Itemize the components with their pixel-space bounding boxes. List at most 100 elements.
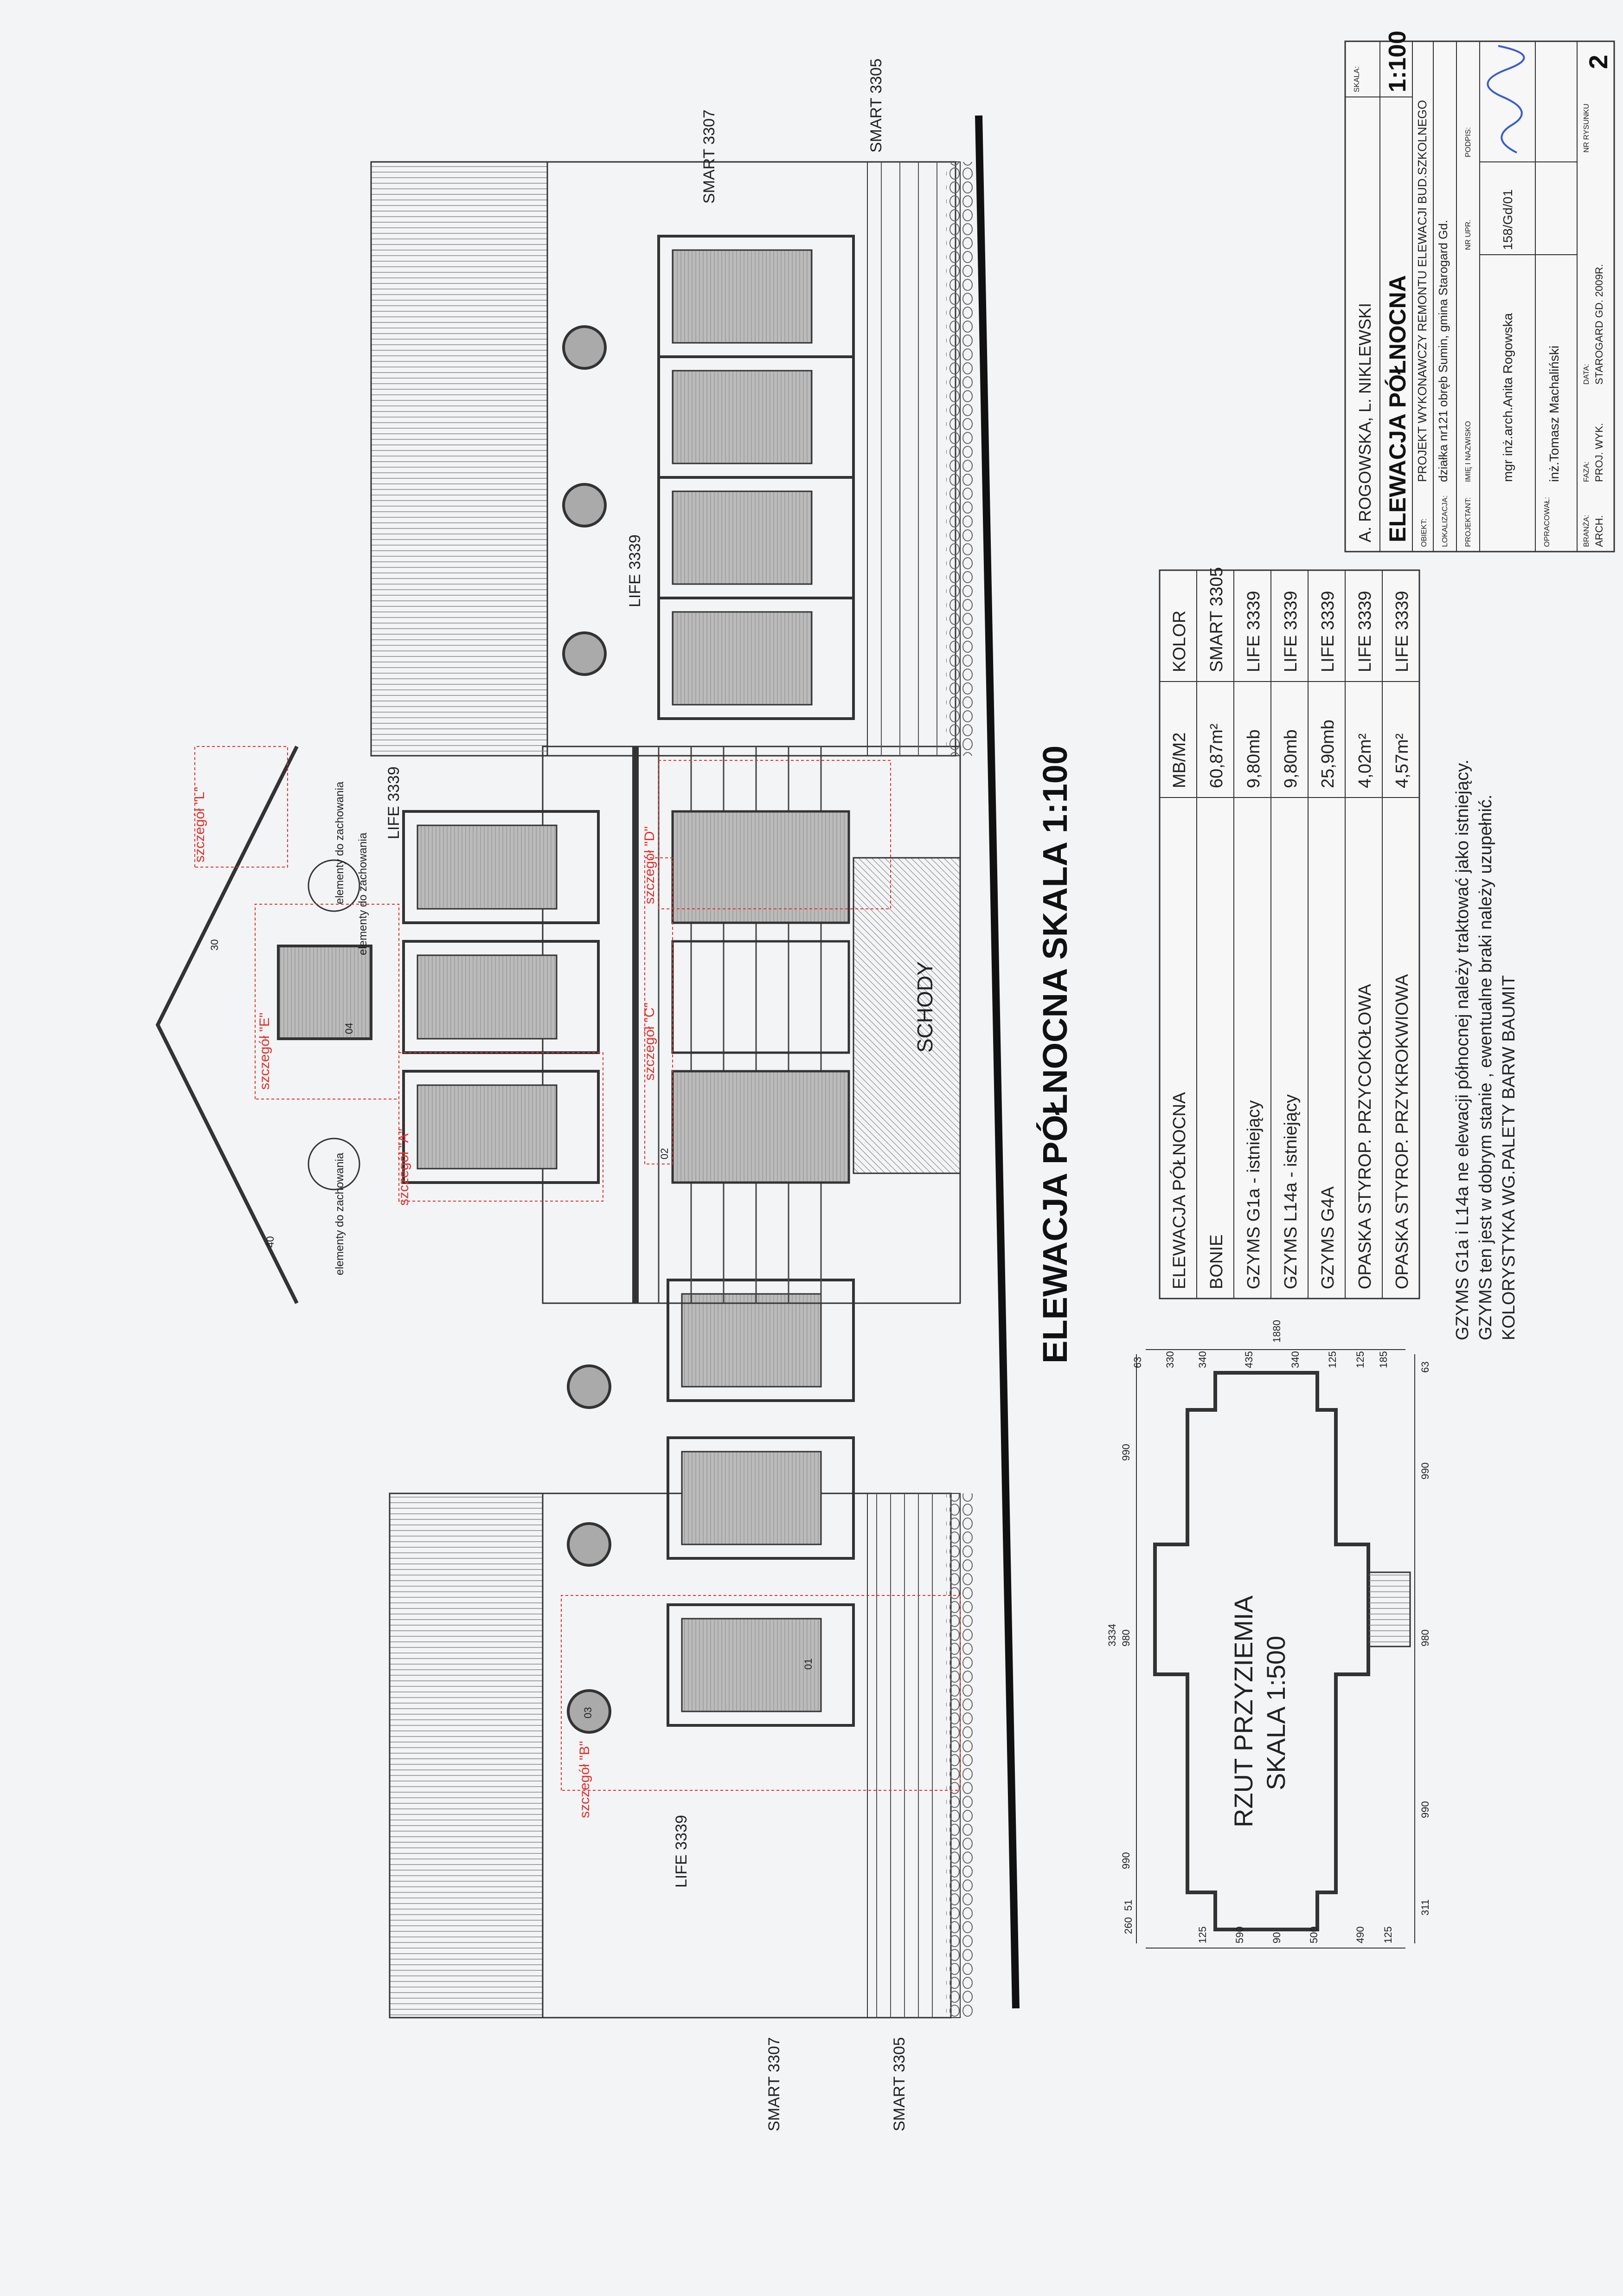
plan-dim-right-1: 125: [1382, 1926, 1394, 1943]
title-data-label: DATA:: [1583, 364, 1591, 385]
note-line-3: KOLORYSTYKA WG.PALETY BARW BAUMIT: [1499, 975, 1519, 1340]
plan-dim-left-5: 340: [1289, 1351, 1301, 1368]
detail-label-e: szczegół "E": [257, 1013, 272, 1090]
callout-life-3339-right: LIFE 3339: [626, 534, 644, 607]
plan-dim-left-4: 435: [1243, 1351, 1255, 1368]
title-branza-value: ARCH.: [1593, 515, 1605, 547]
title-faza-label: FAZA:: [1583, 462, 1591, 482]
title-block: [1344, 40, 1615, 553]
title-nrrysunku-value: 2: [1584, 55, 1613, 69]
left-wing: [389, 1279, 974, 2019]
table-cell: 4,57m²: [1392, 733, 1412, 788]
title-imie-label: IMIĘ I NAZWISKO: [1464, 421, 1472, 482]
table-cell: GZYMS L14a - istniejący: [1281, 1094, 1301, 1289]
plan-dim-left-2: 330: [1164, 1351, 1176, 1368]
detail-label-c: szczegół "C": [642, 1003, 657, 1080]
elevation-main-title: ELEWACJA PÓŁNOCNA SKALA 1:100: [1036, 746, 1074, 1363]
table-header-mb: MB/M2: [1170, 733, 1189, 788]
dim-40: 40: [264, 1236, 276, 1248]
plan-dim-small-2: 51: [1123, 1900, 1134, 1911]
title-nrupr-label: NR UPR.: [1464, 219, 1472, 250]
ground-line: [975, 115, 1020, 2009]
detail-label-b: szczegół "B": [577, 1741, 592, 1818]
plan-dim-top-1: 990: [1120, 1852, 1132, 1869]
preserve-label-3: elementy do zachowania: [334, 781, 346, 904]
table-cell: LIFE 3339: [1244, 591, 1264, 672]
table-cell: 60,87m²: [1207, 724, 1226, 788]
table-cell: 9,80mb: [1281, 729, 1301, 788]
title-opracowal-label: OPRACOWAŁ:: [1543, 497, 1551, 547]
callout-smart-3305-right: SMART 3305: [867, 58, 885, 153]
plan-dim-right-3: 500: [1308, 1926, 1320, 1943]
center-block: [155, 746, 961, 1791]
plan-title-line2: SKALA 1:500: [1261, 1636, 1290, 1790]
table-cell: OPASKA STYROP. PRZYCOKOŁOWA: [1355, 984, 1375, 1289]
plan-dim-right-6: 125: [1197, 1926, 1208, 1943]
preserve-label-2: elementy do zachowania: [357, 832, 369, 955]
table-cell: OPASKA STYROP. PRZYKROKWIOWA: [1392, 974, 1412, 1289]
table-cell: 4,02m²: [1355, 733, 1375, 788]
plan-dim-top-2: 980: [1120, 1629, 1132, 1646]
table-cell: GZYMS G4A: [1318, 1186, 1338, 1289]
dim-30: 30: [209, 939, 220, 951]
window-tag-02: 02: [659, 1148, 670, 1159]
table-cell: LIFE 3339: [1318, 591, 1338, 672]
table-header-elewacja: ELEWACJA PÓŁNOCNA: [1169, 1092, 1189, 1289]
title-lokalizacja-value: działka nr121 obręb Sumin, gmina Staroga…: [1436, 220, 1450, 482]
stairs-label: SCHODY: [913, 961, 937, 1053]
table-cell: LIFE 3339: [1281, 591, 1301, 672]
plan-dim-left-6: 125: [1327, 1351, 1338, 1368]
plan-dim-right-2: 490: [1354, 1926, 1366, 1943]
plan-dim-bottom-5: 63: [1419, 1362, 1431, 1373]
plan-dim-right-5: 590: [1234, 1926, 1245, 1943]
plan-dim-small-1: 260: [1123, 1917, 1134, 1934]
callout-smart-3307-left: SMART 3307: [765, 2037, 783, 2131]
plan-dim-small-3: 125: [1354, 1351, 1366, 1368]
signature: [1487, 45, 1525, 154]
title-projektant-name: mgr inż.arch.Anita Rogowska: [1501, 313, 1515, 482]
table-cell: LIFE 3339: [1355, 591, 1375, 672]
plan-dim-right-4: 90: [1271, 1932, 1283, 1943]
title-sheet-title: ELEWACJA PÓŁNOCNA: [1385, 275, 1411, 542]
window-tag-04: 04: [343, 1023, 355, 1034]
window-tag-03: 03: [582, 1707, 594, 1718]
plan-dim-top-3: 990: [1120, 1444, 1132, 1461]
plan-dim-total: 3334: [1106, 1624, 1118, 1646]
title-nrrysunku-label: NR RYSUNKU: [1583, 104, 1591, 153]
plan-dim-bottom-2: 990: [1419, 1801, 1431, 1818]
detail-label-d: szczegół "D": [642, 826, 657, 904]
color-table: [1159, 569, 1420, 1299]
title-obiekt-label: OBIEKT:: [1420, 519, 1428, 547]
plan-dim-bottom-1: 311: [1419, 1899, 1431, 1916]
table-cell: SMART 3305: [1207, 567, 1226, 672]
title-projektant-nr: 158/Gd/01: [1501, 189, 1515, 250]
detail-label-l: szczegół "L": [192, 787, 207, 862]
table-cell: 25,90mb: [1318, 720, 1338, 788]
note-line-2: GZYMS ten jest w dobrym stanie , ewentua…: [1476, 795, 1495, 1340]
title-podpis-label: PODPIS:: [1464, 127, 1472, 157]
plan-dim-right-total: 1880: [1271, 1320, 1283, 1343]
table-cell: GZYMS G1a - istniejący: [1244, 1100, 1264, 1289]
plan-dim-bottom-4: 990: [1419, 1462, 1431, 1479]
title-branza-label: BRANŻA:: [1582, 515, 1591, 547]
title-lokalizacja-label: LOKALIZACJA:: [1441, 495, 1449, 547]
table-cell: BONIE: [1207, 1235, 1226, 1289]
note-line-1: GZYMS G1a i L14a ne elewacji północnej n…: [1453, 759, 1472, 1340]
plan-dim-left-1: 63: [1132, 1357, 1143, 1368]
table-cell: 9,80mb: [1244, 729, 1264, 788]
title-faza-value: PROJ. WYK.: [1593, 423, 1605, 482]
callout-smart-3307-right: SMART 3307: [700, 109, 718, 204]
plan-dim-small-4: 185: [1378, 1351, 1389, 1368]
title-projektant-label: PROJEKTANT:: [1464, 497, 1472, 547]
title-obiekt-value: PROJEKT WYKONAWCZY REMONTU ELEWACJI BUD.…: [1415, 100, 1429, 482]
title-opracowal-name: inż.Tomasz Machaliński: [1547, 346, 1561, 482]
preserve-label-1: elementy do zachowania: [334, 1152, 346, 1275]
callout-life-3339-left: LIFE 3339: [673, 1815, 690, 1888]
title-data-value: STAROGARD GD. 2009R.: [1593, 264, 1605, 385]
callout-life-3339-center: LIFE 3339: [385, 766, 403, 839]
plan-dim-bottom-3: 980: [1419, 1629, 1431, 1646]
title-authors: A. ROGOWSKA, L. NIKLEWSKI: [1355, 303, 1374, 542]
